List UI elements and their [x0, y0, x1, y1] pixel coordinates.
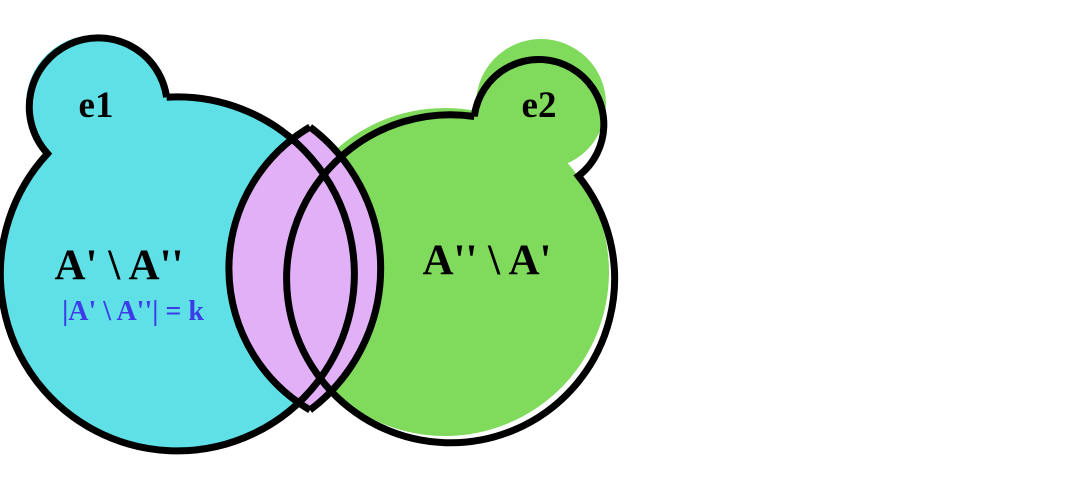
set-e2-outline — [283, 55, 619, 447]
set-e2-region-label: A'' \ A' — [422, 237, 551, 284]
e2-inner-arc — [225, 123, 312, 414]
set-e1-region-label: A' \ A'' — [54, 242, 183, 289]
set-outlines — [0, 34, 619, 455]
e1-inner-arc — [307, 124, 385, 413]
set-e1-outline — [0, 34, 358, 455]
set-e1-cardinality-label: |A' \ A''| = k — [62, 296, 204, 327]
set-e1-name: e1 — [79, 85, 114, 126]
set-e2-name: e2 — [522, 85, 557, 126]
